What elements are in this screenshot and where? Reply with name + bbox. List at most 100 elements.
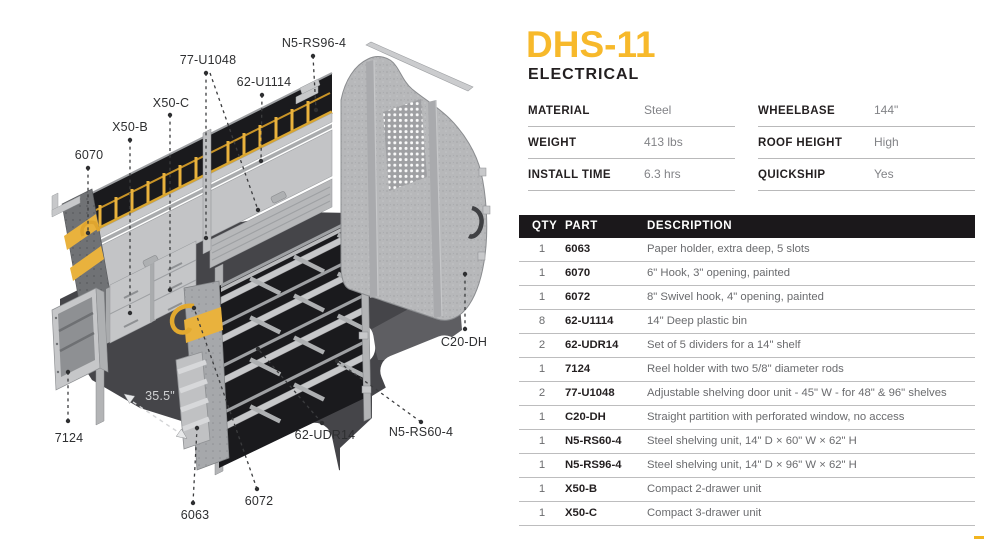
spec-label: QUICKSHIP bbox=[758, 169, 826, 181]
parts-table-body: 1 6063 Paper holder, extra deep, 5 slots 1 6… bbox=[519, 238, 975, 526]
parts-row-62-u1114: 8 62-U1114 14" Deep plastic bin bbox=[519, 310, 975, 334]
callout-6070: 6070 bbox=[75, 148, 104, 236]
qty-cell: 1 bbox=[538, 267, 546, 279]
qty-cell: 8 bbox=[538, 315, 546, 327]
spec-value: 413 lbs bbox=[644, 135, 683, 149]
spec-label: WHEELBASE bbox=[758, 105, 836, 117]
spec-value: 144" bbox=[874, 103, 899, 117]
part-cell: 7124 bbox=[565, 363, 591, 375]
spec-label: ROOF HEIGHT bbox=[758, 137, 843, 149]
partition-handle bbox=[467, 205, 484, 239]
spec-value: High bbox=[874, 135, 899, 149]
spec-value: Steel bbox=[644, 103, 672, 117]
callout-n5-rs96-4: N5-RS96-4 bbox=[282, 36, 346, 113]
dimension-35-5: 35.5" bbox=[123, 389, 188, 439]
qty-cell: 1 bbox=[538, 483, 546, 495]
header-qty: QTY bbox=[532, 220, 558, 232]
callout-label-c20-dh: C20-DH bbox=[441, 335, 487, 349]
description-cell: 14" Deep plastic bin bbox=[647, 315, 748, 327]
description-cell: Adjustable shelving door unit - 45" W - … bbox=[647, 387, 947, 399]
partition bbox=[299, 41, 491, 321]
callout-label-62-udr14: 62-UDR14 bbox=[295, 428, 356, 442]
part-cell: X50-C bbox=[565, 507, 598, 519]
description-cell: Steel shelving unit, 14" D × 96" W × 62"… bbox=[647, 459, 857, 471]
callout-6063: 6063 bbox=[181, 425, 210, 522]
spec-row-material: MATERIAL Steel bbox=[528, 97, 735, 127]
parts-table: QTY PART DESCRIPTION 1 6063 Paper holder, … bbox=[519, 215, 975, 526]
callout-x50-c: X50-C bbox=[153, 96, 189, 293]
description-cell: Set of 5 dividers for a 14" shelf bbox=[647, 339, 801, 351]
header-description: DESCRIPTION bbox=[647, 220, 733, 232]
part-cell: 6070 bbox=[565, 267, 591, 279]
callout-77-u1048: 77-U1048 bbox=[180, 53, 261, 241]
part-cell: 6063 bbox=[565, 243, 591, 255]
callout-n5-rs60-4: N5-RS60-4 bbox=[334, 358, 453, 439]
parts-row-6063: 1 6063 Paper holder, extra deep, 5 slots bbox=[519, 238, 975, 262]
callout-label-n5-rs96-4: N5-RS96-4 bbox=[282, 36, 346, 50]
plastic-bins bbox=[98, 101, 310, 230]
perforated-window bbox=[383, 99, 427, 191]
description-cell: Compact 2-drawer unit bbox=[647, 483, 762, 495]
callout-62-udr14: 62-UDR14 bbox=[255, 346, 356, 442]
parts-row-x50-c: 1 X50-C Compact 3-drawer unit bbox=[519, 502, 975, 526]
part-cell: 77-U1048 bbox=[565, 387, 615, 399]
spec-label: INSTALL TIME bbox=[528, 169, 611, 181]
partition-top-rail bbox=[365, 41, 474, 92]
hook-6072 bbox=[169, 303, 195, 335]
callout-6072: 6072 bbox=[191, 305, 274, 508]
callout-label-6063: 6063 bbox=[181, 508, 210, 522]
logo-fragment bbox=[974, 536, 984, 539]
callout-label-6072: 6072 bbox=[245, 494, 274, 508]
header-part: PART bbox=[565, 220, 598, 232]
callout-label-62-u1114: 62-U1114 bbox=[237, 75, 292, 89]
part-cell: X50-B bbox=[565, 483, 598, 495]
reel-holder bbox=[51, 287, 109, 391]
parts-row-62-udr14: 2 62-UDR14 Set of 5 dividers for a 14" she… bbox=[519, 334, 975, 358]
description-cell: Straight partition with perforated windo… bbox=[647, 411, 905, 423]
description-cell: Paper holder, extra deep, 5 slots bbox=[647, 243, 810, 255]
qty-cell: 2 bbox=[538, 339, 546, 351]
page-subtitle: ELECTRICAL bbox=[528, 66, 640, 83]
callout-62-u1114: 62-U1114 bbox=[237, 75, 292, 164]
description-cell: Steel shelving unit, 14" D × 60" W × 62"… bbox=[647, 435, 857, 447]
description-cell: Compact 3-drawer unit bbox=[647, 507, 762, 519]
callout-label-77-u1048: 77-U1048 bbox=[180, 53, 237, 67]
spec-row-weight: WEIGHT 413 lbs bbox=[528, 129, 735, 159]
part-cell: 62-U1114 bbox=[565, 315, 614, 327]
description-cell: 6" Hook, 3" opening, painted bbox=[647, 267, 791, 279]
spec-row-install-time: INSTALL TIME 6.3 hrs bbox=[528, 161, 735, 191]
spec-value: 6.3 hrs bbox=[644, 167, 681, 181]
part-cell: C20-DH bbox=[565, 411, 606, 423]
callout-label-6070: 6070 bbox=[75, 148, 104, 162]
description-cell: Reel holder with two 5/8" diameter rods bbox=[647, 363, 844, 375]
rear-shelving-unit bbox=[51, 72, 333, 476]
callout-7124: 7124 bbox=[55, 369, 83, 445]
callout-label-x50-c: X50-C bbox=[153, 96, 189, 110]
qty-cell: 1 bbox=[538, 243, 546, 255]
callout-label-n5-rs60-4: N5-RS60-4 bbox=[389, 425, 453, 439]
part-cell: 6072 bbox=[565, 291, 591, 303]
part-cell: N5-RS60-4 bbox=[565, 435, 622, 447]
hook-6070 bbox=[80, 220, 101, 237]
qty-cell: 1 bbox=[538, 507, 546, 519]
spec-label: MATERIAL bbox=[528, 105, 590, 117]
spec-row-quickship: QUICKSHIP Yes bbox=[758, 161, 975, 191]
part-cell: 62-UDR14 bbox=[565, 339, 619, 351]
parts-row-x50-b: 1 X50-B Compact 2-drawer unit bbox=[519, 478, 975, 502]
front-shelving-unit bbox=[169, 209, 372, 471]
spec-label: WEIGHT bbox=[528, 137, 577, 149]
parts-row-6070: 1 6070 6" Hook, 3" opening, painted bbox=[519, 262, 975, 286]
callout-c20-dh: C20-DH bbox=[441, 271, 487, 349]
paper-holder bbox=[175, 351, 211, 450]
spec-value: Yes bbox=[874, 167, 894, 181]
part-cell: N5-RS96-4 bbox=[565, 459, 622, 471]
qty-cell: 1 bbox=[538, 291, 546, 303]
